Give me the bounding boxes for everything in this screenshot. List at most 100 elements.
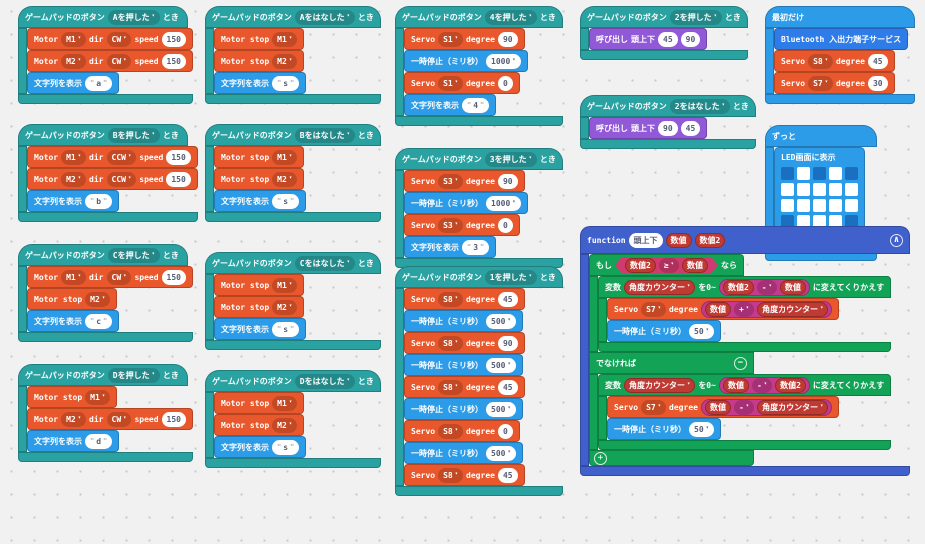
pause-block[interactable]: 一時停止（ミリ秒）50▾	[607, 320, 721, 342]
dropdown-field[interactable]: M2▾	[85, 291, 111, 307]
block-spine[interactable]	[580, 254, 589, 466]
dropdown-field[interactable]: Aをはなした▾	[294, 9, 355, 25]
led-cell[interactable]	[829, 199, 842, 212]
led-cell[interactable]	[845, 167, 858, 180]
number-field[interactable]: 150	[161, 53, 186, 69]
led-cell[interactable]	[797, 215, 810, 228]
block-foot[interactable]	[205, 94, 381, 104]
if-else-block[interactable]: もし数値2≥▾数値なら変数角度カウンター▾を0~数値2-▾数値に変えてくりかえす…	[589, 254, 892, 466]
number-field[interactable]: 45	[867, 53, 888, 69]
dropdown-field[interactable]: Dを押した▾	[107, 367, 160, 383]
string-field[interactable]: "c"	[85, 313, 113, 329]
number-field[interactable]: 90	[497, 173, 518, 189]
dropdown-field[interactable]: CW▾	[106, 31, 132, 47]
show-string-block[interactable]: 文字列を表示"s"	[214, 436, 307, 458]
string-field[interactable]: "s"	[272, 193, 300, 209]
pause-block[interactable]: 一時停止（ミリ秒）500▾	[404, 398, 523, 420]
number-field[interactable]: 45	[680, 120, 701, 136]
show-string-block[interactable]: 文字列を表示"b"	[27, 190, 120, 212]
number-field[interactable]: 90	[658, 120, 678, 136]
dropdown-field[interactable]: M1▾	[61, 31, 87, 47]
variable-chip[interactable]: 数値2	[775, 377, 806, 393]
block-foot[interactable]: +	[589, 450, 754, 466]
dropdown-field[interactable]: Aを押した▾	[107, 9, 160, 25]
block-spine[interactable]	[580, 28, 589, 50]
math-operator-block[interactable]: 数値+▾角度カウンター▾	[700, 300, 833, 318]
pause-block[interactable]: 一時停止（ミリ秒）500▾	[404, 354, 523, 376]
block-spine[interactable]	[580, 117, 589, 139]
block-spine[interactable]	[205, 146, 214, 212]
dropdown-field[interactable]: Bを押した▾	[107, 127, 160, 143]
block-spine[interactable]	[395, 170, 404, 258]
show-string-block[interactable]: 文字列を表示"a"	[27, 72, 120, 94]
pause-block[interactable]: 一時停止（ミリ秒）1000▾	[404, 192, 528, 214]
variable-chip[interactable]: 数値2	[722, 279, 754, 295]
block-foot[interactable]	[395, 486, 563, 496]
string-field[interactable]: "s"	[272, 439, 300, 455]
block-spine[interactable]	[395, 288, 404, 486]
dropdown-field[interactable]: S8▾	[438, 379, 464, 395]
dropdown-field[interactable]: M2▾	[61, 171, 87, 187]
dropdown-field[interactable]: M1▾	[61, 149, 87, 165]
block-foot[interactable]	[395, 116, 563, 126]
dropdown-field[interactable]: S8▾	[438, 467, 464, 483]
dropdown-field[interactable]: M1▾	[85, 389, 111, 405]
number-dropdown-field[interactable]: 500▾	[486, 357, 516, 373]
dropdown-field[interactable]: S3▾	[438, 217, 464, 233]
led-cell[interactable]	[797, 199, 810, 212]
block-spine[interactable]	[598, 298, 607, 342]
number-field[interactable]: 0	[497, 75, 513, 91]
show-string-block[interactable]: 文字列を表示"4"	[404, 94, 497, 116]
dropdown-field[interactable]: +▾	[733, 301, 755, 317]
dropdown-field[interactable]: CW▾	[106, 269, 132, 285]
parameter-chip[interactable]: 数値2	[694, 232, 726, 248]
dropdown-field[interactable]: M2▾	[272, 417, 298, 433]
if-else-block-header[interactable]: もし数値2≥▾数値なら	[589, 254, 744, 276]
dropdown-field[interactable]: M2▾	[61, 53, 87, 69]
led-cell[interactable]	[797, 183, 810, 196]
number-field[interactable]: 150	[161, 31, 186, 47]
number-field[interactable]: 45	[497, 467, 518, 483]
math-operator-block[interactable]: 数値-▾角度カウンター▾	[700, 398, 833, 416]
led-cell[interactable]	[845, 199, 858, 212]
block-spine[interactable]	[18, 386, 27, 452]
block-spine[interactable]	[765, 147, 774, 251]
block-spine[interactable]	[395, 28, 404, 116]
led-cell[interactable]	[845, 215, 858, 228]
string-field[interactable]: "3"	[462, 239, 490, 255]
block-foot[interactable]	[395, 258, 563, 268]
led-cell[interactable]	[829, 167, 842, 180]
show-string-block[interactable]: 文字列を表示"s"	[214, 318, 307, 340]
pause-block[interactable]: 一時停止（ミリ秒）500▾	[404, 310, 523, 332]
block-spine[interactable]	[205, 274, 214, 340]
show-string-block[interactable]: 文字列を表示"c"	[27, 310, 120, 332]
block-spine[interactable]	[765, 28, 774, 94]
dropdown-field[interactable]: Cを押した▾	[107, 247, 160, 263]
led-cell[interactable]	[781, 183, 794, 196]
dropdown-field[interactable]: M2▾	[272, 53, 298, 69]
